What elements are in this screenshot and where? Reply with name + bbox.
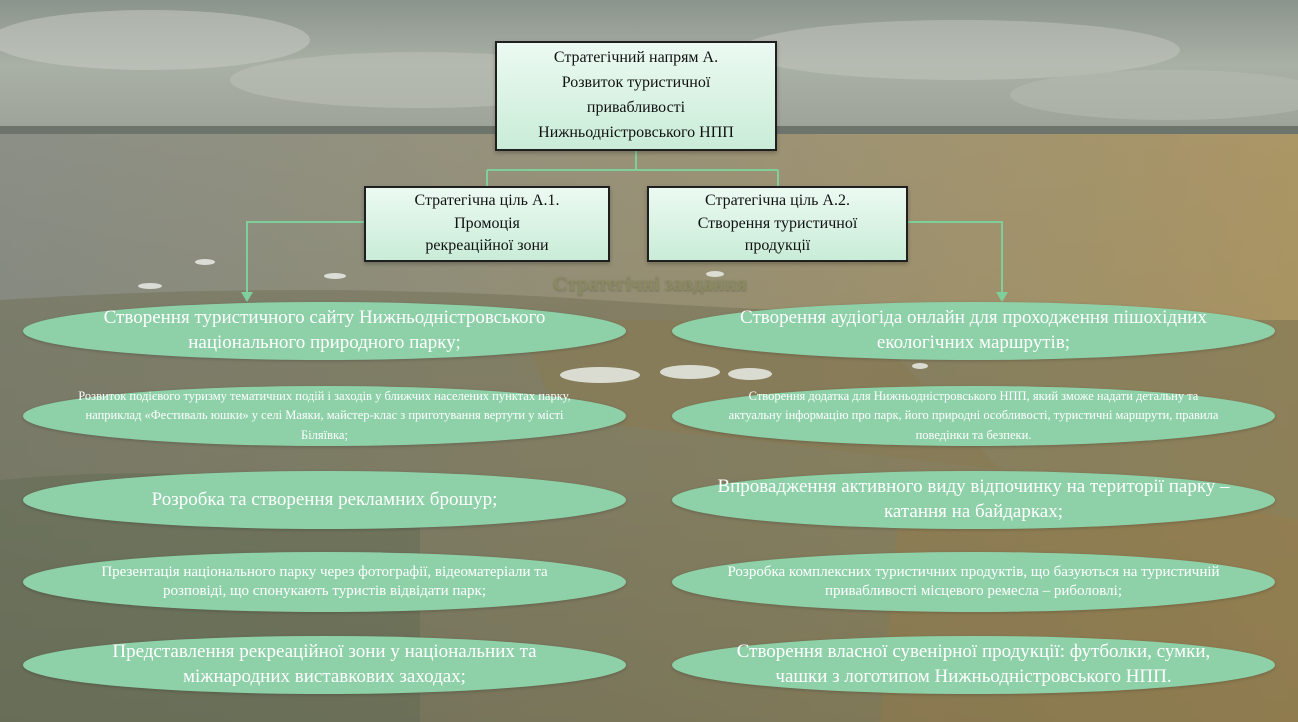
strategic-direction-box: Стратегічний напрям А. Розвиток туристич… bbox=[495, 41, 777, 151]
strategic-goal-a2-box: Стратегічна ціль А.2. Створення туристич… bbox=[647, 186, 908, 262]
task-left-5: Представлення рекреаційної зони у націон… bbox=[23, 636, 626, 694]
direction-line-1: Стратегічний напрям А. bbox=[553, 49, 719, 67]
goal-a2-line-2: Створення туристичної bbox=[697, 214, 858, 232]
goal-a2-line-1: Стратегічна ціль А.2. bbox=[704, 192, 850, 210]
goal-a1-line-2: Промоція bbox=[454, 214, 520, 232]
direction-line-4: Нижньодністровського НПП bbox=[538, 123, 734, 141]
task-left-1: Створення туристичного сайту Нижньодніст… bbox=[23, 302, 626, 360]
goal-a2-line-3: продукції bbox=[744, 237, 811, 255]
tasks-heading: Стратегічні завдання bbox=[553, 273, 747, 295]
task-right-5: Створення власної сувенірної продукції: … bbox=[672, 636, 1275, 694]
strategic-goal-a1-box: Стратегічна ціль А.1. Промоція рекреацій… bbox=[364, 186, 610, 262]
task-right-2: Створення додатка для Нижньодністровсько… bbox=[672, 386, 1275, 446]
direction-line-3: привабливості bbox=[586, 99, 686, 116]
goal-a1-line-3: рекреаційної зони bbox=[425, 237, 549, 255]
task-left-2: Розвиток подієвого туризму тематичних по… bbox=[23, 386, 626, 446]
task-left-4: Презентація національного парку через фо… bbox=[23, 552, 626, 612]
direction-line-2: Розвиток туристичної bbox=[561, 74, 711, 92]
task-right-4: Розробка комплексних туристичних продукт… bbox=[672, 552, 1275, 612]
goal-a1-line-1: Стратегічна ціль А.1. bbox=[414, 192, 560, 210]
task-left-3: Розробка та створення рекламних брошур; bbox=[23, 471, 626, 529]
task-right-3: Впровадження активного виду відпочинку н… bbox=[672, 471, 1275, 529]
task-right-1: Створення аудіогіда онлайн для проходжен… bbox=[672, 302, 1275, 360]
